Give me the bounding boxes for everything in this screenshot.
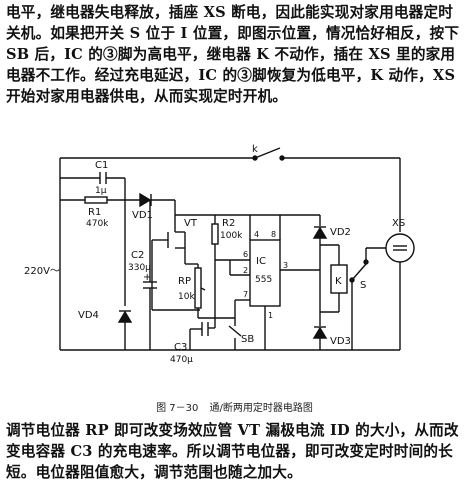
switch-k-label: k (252, 144, 258, 155)
r1-label: R1 (88, 207, 101, 218)
r1-value: 470k (86, 219, 109, 229)
c1-value: 1μ (95, 186, 107, 196)
figure-caption: 图 7－30 通/断两用定时器电路图 (0, 399, 469, 414)
c3-label: C3 (174, 342, 187, 353)
c2-plus: + (143, 272, 151, 283)
ic-pin6: 6 (243, 250, 248, 259)
vd4-label: VD4 (78, 310, 99, 321)
relay-k-label: K (335, 276, 342, 287)
socket-xs-label: XS (392, 218, 405, 229)
c1-label: C1 (95, 160, 108, 171)
ic-pin8: 8 (271, 230, 276, 239)
vd2-label: VD2 (330, 227, 351, 238)
r2-label: R2 (222, 218, 235, 229)
c3-value: 470μ (170, 355, 193, 365)
ic-pin4: 4 (254, 230, 259, 239)
top-paragraph: 电平，继电器失电释放，插座 XS 断电，因此能实现对家用电器定时关机。如果把开关… (6, 4, 460, 105)
r2-value: 100k (220, 231, 243, 241)
sb-label: SB (241, 334, 254, 345)
ic-label: IC (256, 256, 266, 267)
ic-pin2: 2 (243, 266, 248, 275)
ic-value: 555 (255, 275, 272, 285)
ic-pin7: 7 (243, 290, 248, 299)
vd3-label: VD3 (330, 336, 351, 347)
c2-value: 330μ (128, 263, 151, 273)
vt-label: VT (184, 218, 198, 229)
circuit-diagram: 220V～ k C1 1μ R1 470k VD1 VT R2 100k C2 … (24, 144, 415, 365)
ic-pin1: 1 (268, 311, 273, 320)
rp-label: RP (178, 276, 191, 287)
figure-number: 图 7－30 (156, 403, 199, 414)
figure-title: 通/断两用定时器电路图 (209, 403, 313, 414)
c2-label: C2 (131, 250, 144, 261)
vd1-label: VD1 (132, 210, 153, 221)
rp-value: 10k (178, 292, 195, 302)
ic-pin3: 3 (283, 261, 288, 270)
ac-source-label: 220V～ (24, 266, 60, 277)
bottom-paragraph: 调节电位器 RP 即可改变场效应管 VT 漏极电流 ID 的大小，从而改变电容器… (6, 422, 459, 481)
switch-s-label: S (360, 280, 366, 291)
